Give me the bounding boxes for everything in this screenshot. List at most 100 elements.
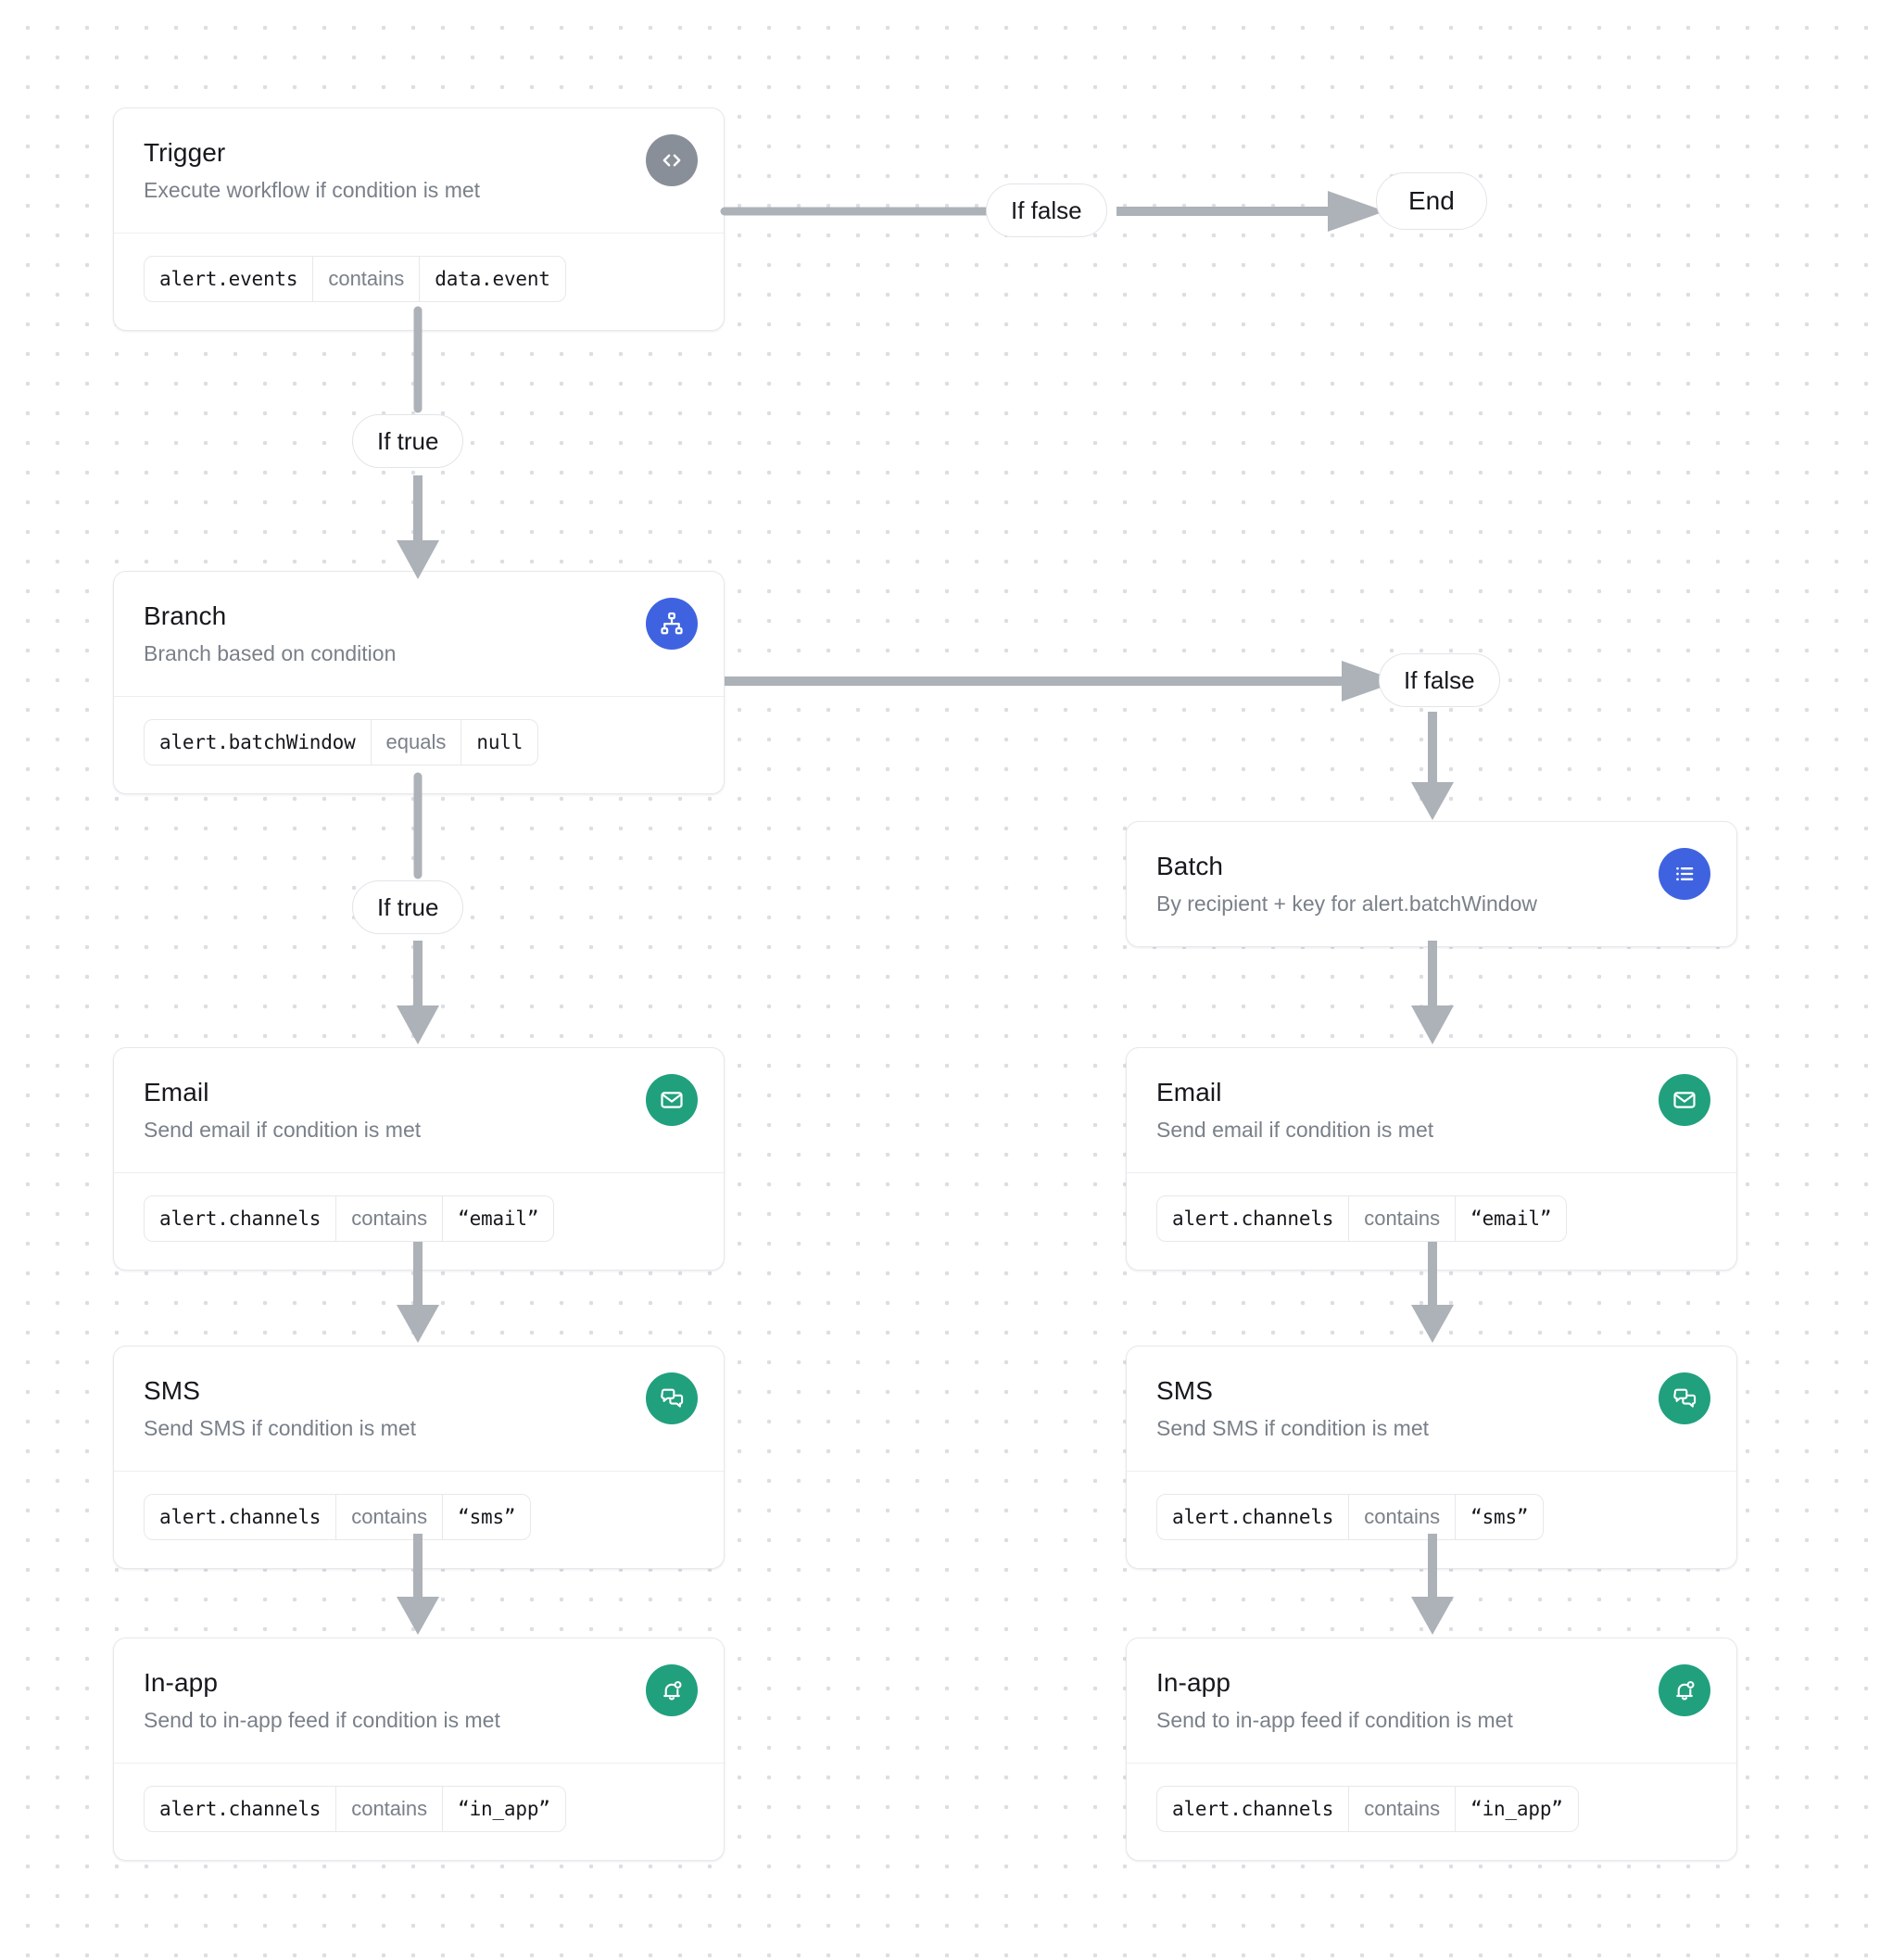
condition-chip[interactable]: alert.channels contains “email” [144, 1195, 555, 1242]
node-title: SMS [144, 1376, 200, 1405]
connector-if-false-to-batch [1405, 712, 1460, 823]
node-end[interactable]: End [1376, 172, 1487, 230]
branch-header: Branch Branch based on condition [114, 572, 724, 696]
condition-value: “sms” [458, 1505, 516, 1528]
email-left-body: alert.channels contains “email” [114, 1171, 724, 1270]
node-subtitle: Send email if condition is met [1156, 1118, 1434, 1142]
node-trigger[interactable]: Trigger Execute workflow if condition is… [113, 107, 725, 331]
sms-left-body: alert.channels contains “sms” [114, 1470, 724, 1568]
condition-operator: equals [370, 719, 462, 765]
connector-sms-to-inapp-right [1405, 1534, 1460, 1638]
batch-header: Batch By recipient + key for alert.batch… [1127, 822, 1736, 946]
node-subtitle: Send SMS if condition is met [1156, 1416, 1430, 1440]
bell-dot-icon [1659, 1664, 1710, 1716]
sitemap-icon [646, 598, 698, 650]
sms-left-header: SMS Send SMS if condition is met [114, 1347, 724, 1471]
connector-trigger-to-if-false [720, 193, 996, 230]
node-title: Batch [1156, 852, 1224, 880]
condition-chip[interactable]: alert.channels contains “sms” [1156, 1493, 1545, 1540]
condition-value: data.event [435, 267, 550, 290]
node-title: In-app [1156, 1668, 1230, 1697]
label-text: If false [1011, 196, 1082, 224]
connector-batch-to-email-right [1405, 941, 1460, 1047]
envelope-icon [646, 1074, 698, 1126]
condition-operator: contains [335, 1494, 444, 1539]
connector-if-true-to-branch [390, 475, 446, 582]
condition-value: “email” [1470, 1207, 1552, 1230]
label-text: If true [377, 426, 439, 455]
label-trigger-if-false[interactable]: If false [986, 183, 1107, 237]
condition-chip[interactable]: alert.channels contains “email” [1156, 1195, 1568, 1242]
end-label: End [1408, 186, 1455, 215]
node-subtitle: Send SMS if condition is met [144, 1416, 417, 1440]
condition-field: alert.channels [1172, 1505, 1334, 1528]
email-right-body: alert.channels contains “email” [1127, 1171, 1736, 1270]
trigger-header: Trigger Execute workflow if condition is… [114, 108, 724, 233]
condition-operator: contains [335, 1786, 444, 1831]
bell-dot-icon [646, 1664, 698, 1716]
node-email-right[interactable]: Email Send email if condition is met ale… [1126, 1047, 1737, 1271]
node-subtitle: Send to in-app feed if condition is met [144, 1708, 500, 1732]
email-right-header: Email Send email if condition is met [1127, 1048, 1736, 1172]
connector-if-false-to-end [1117, 183, 1394, 239]
node-title: Email [144, 1078, 209, 1106]
connector-branch-to-if-false [725, 653, 1410, 709]
code-icon [646, 134, 698, 186]
label-branch-if-true[interactable]: If true [352, 880, 464, 934]
condition-field: alert.channels [1172, 1797, 1334, 1820]
sms-right-header: SMS Send SMS if condition is met [1127, 1347, 1736, 1471]
condition-chip[interactable]: alert.events contains data.event [144, 255, 566, 302]
node-sms-left[interactable]: SMS Send SMS if condition is met alert.c… [113, 1346, 725, 1569]
label-trigger-if-true[interactable]: If true [352, 414, 464, 468]
condition-operator: contains [1348, 1786, 1457, 1831]
condition-operator: contains [335, 1195, 444, 1241]
condition-field: alert.batchWindow [159, 730, 356, 753]
connector-branch-to-if-true [399, 772, 436, 879]
node-branch[interactable]: Branch Branch based on condition alert.b… [113, 571, 725, 794]
condition-value: “in_app” [1470, 1797, 1563, 1820]
email-left-header: Email Send email if condition is met [114, 1048, 724, 1172]
condition-field: alert.channels [159, 1797, 322, 1820]
label-branch-if-false[interactable]: If false [1379, 653, 1500, 707]
node-subtitle: Branch based on condition [144, 641, 397, 665]
node-title: In-app [144, 1668, 218, 1697]
condition-value: “in_app” [458, 1797, 550, 1820]
condition-chip[interactable]: alert.channels contains “in_app” [144, 1785, 566, 1832]
node-email-left[interactable]: Email Send email if condition is met ale… [113, 1047, 725, 1271]
condition-value: null [476, 730, 524, 753]
connector-if-true-to-email-left [390, 941, 446, 1047]
node-inapp-left[interactable]: In-app Send to in-app feed if condition … [113, 1638, 725, 1861]
list-icon [1659, 848, 1710, 900]
condition-chip[interactable]: alert.channels contains “in_app” [1156, 1785, 1579, 1832]
chat-bubbles-icon [1659, 1372, 1710, 1424]
condition-operator: contains [1348, 1195, 1457, 1241]
connector-email-to-sms-right [1405, 1242, 1460, 1346]
node-title: SMS [1156, 1376, 1213, 1405]
node-batch[interactable]: Batch By recipient + key for alert.batch… [1126, 821, 1737, 947]
condition-chip[interactable]: alert.batchWindow equals null [144, 718, 539, 765]
condition-field: alert.channels [159, 1505, 322, 1528]
label-text: If false [1404, 665, 1475, 694]
envelope-icon [1659, 1074, 1710, 1126]
connector-trigger-to-if-true [399, 306, 436, 413]
condition-value: “email” [458, 1207, 539, 1230]
node-subtitle: Execute workflow if condition is met [144, 178, 481, 202]
connector-sms-to-inapp-left [390, 1534, 446, 1638]
sms-right-body: alert.channels contains “sms” [1127, 1470, 1736, 1568]
condition-chip[interactable]: alert.channels contains “sms” [144, 1493, 532, 1540]
connector-email-to-sms-left [390, 1242, 446, 1346]
node-inapp-right[interactable]: In-app Send to in-app feed if condition … [1126, 1638, 1737, 1861]
node-title: Branch [144, 601, 227, 630]
node-subtitle: Send to in-app feed if condition is met [1156, 1708, 1513, 1732]
node-subtitle: Send email if condition is met [144, 1118, 422, 1142]
condition-field: alert.channels [1172, 1207, 1334, 1230]
condition-field: alert.channels [159, 1207, 322, 1230]
inapp-left-body: alert.channels contains “in_app” [114, 1762, 724, 1860]
condition-operator: contains [312, 256, 421, 301]
condition-operator: contains [1348, 1494, 1457, 1539]
label-text: If true [377, 892, 439, 921]
inapp-right-body: alert.channels contains “in_app” [1127, 1762, 1736, 1860]
node-title: Trigger [144, 138, 226, 167]
node-title: Email [1156, 1078, 1222, 1106]
